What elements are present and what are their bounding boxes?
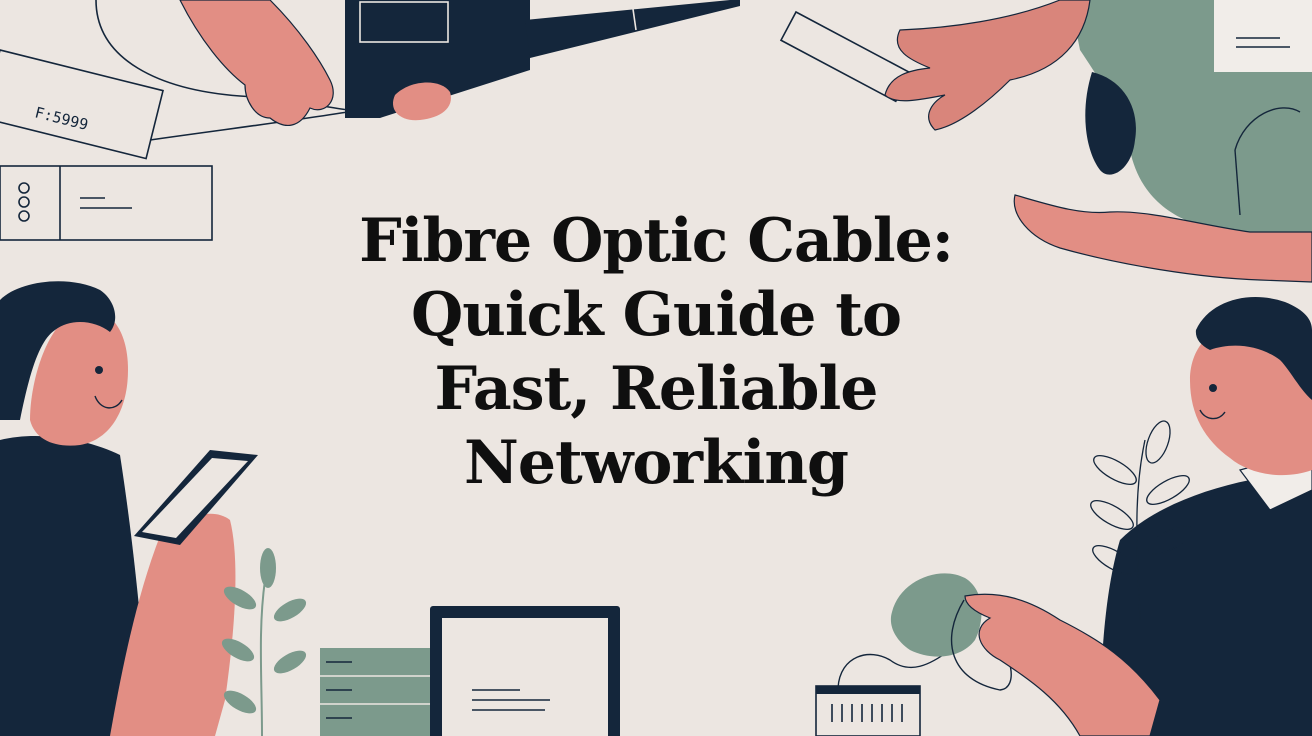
bottom-right-scene — [815, 297, 1312, 736]
title-line-3: Fast, Reliable — [434, 354, 879, 424]
price-card-illustration: F:5999 — [0, 49, 164, 160]
top-left-scene: F:5999 — [0, 0, 361, 241]
right-person-illustration — [964, 297, 1312, 736]
title-line-4: Networking — [464, 428, 849, 498]
left-plant-illustration — [221, 548, 307, 736]
sage-dish — [890, 573, 982, 657]
left-person-illustration — [0, 281, 258, 736]
bottom-center-scene — [320, 606, 620, 736]
server-panel-illustration — [0, 165, 213, 241]
cable-curve-2 — [149, 109, 361, 141]
monitor-icon — [430, 606, 620, 736]
server-block — [320, 648, 430, 736]
right-plant-illustration — [1090, 420, 1192, 621]
top-hand-illustration — [179, 0, 740, 126]
cable-curve — [95, 0, 351, 111]
title-line-2: Quick Guide to — [410, 280, 902, 350]
top-right-hand-illustration — [779, 0, 1091, 131]
title-line-1: Fibre Optic Cable: — [359, 206, 954, 276]
router-icon — [815, 649, 951, 736]
tablet-icon — [134, 450, 258, 545]
top-right-scene — [779, 0, 1312, 283]
page-title: Fibre Optic Cable: Quick Guide to Fast, … — [300, 204, 1012, 500]
